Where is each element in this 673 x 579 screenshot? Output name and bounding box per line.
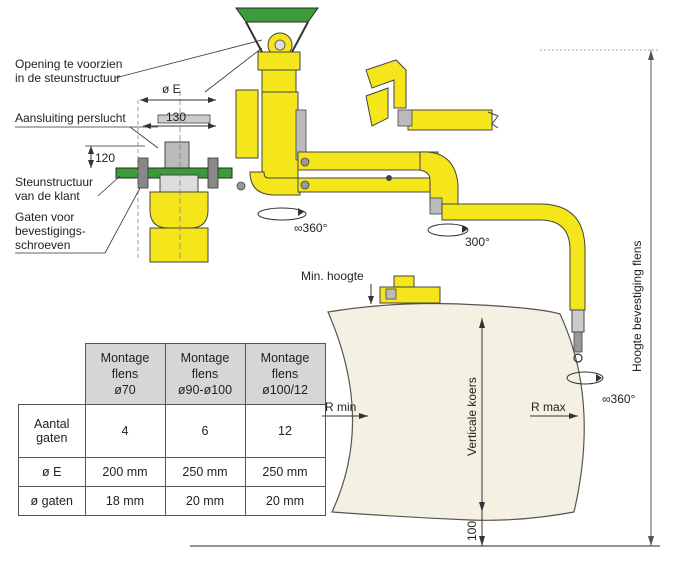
tool-head xyxy=(571,309,585,333)
r-max-label: R max xyxy=(531,400,566,414)
arm-detail xyxy=(365,59,407,109)
table-row: ø gaten 18 mm 20 mm 20 mm xyxy=(18,486,326,516)
forearm xyxy=(441,203,586,311)
main-column xyxy=(261,91,299,181)
row-label: ø gaten xyxy=(18,486,86,516)
vertical-stroke-label: Verticale koers xyxy=(465,377,479,456)
upper-arm xyxy=(297,151,439,171)
air-cylinder xyxy=(235,89,259,159)
green-top-plate xyxy=(235,7,319,23)
holes-label-2: bevestigings- xyxy=(15,224,86,238)
dim-120-label: 120 xyxy=(95,151,115,165)
table-cell: 200 mm xyxy=(84,457,166,487)
table-cell: 4 xyxy=(84,404,166,458)
mount-flange xyxy=(159,174,199,194)
table-header: Montage flens ø70 xyxy=(84,343,166,405)
table-corner xyxy=(18,343,86,405)
min-height-label: Min. hoogte xyxy=(301,269,364,283)
table-cell: 20 mm xyxy=(164,486,246,516)
rotation-360-2: ∞360° xyxy=(602,392,636,406)
table-cell: 250 mm xyxy=(244,457,326,487)
d100-label: 100 xyxy=(465,521,479,541)
rotation-300: 300° xyxy=(465,235,490,249)
table-cell: 6 xyxy=(164,404,246,458)
holes-label-1: Gaten voor xyxy=(15,210,74,224)
flange-height-label: Hoogte bevestiging flens xyxy=(630,241,644,372)
table-header: Montage flens ø100/12 xyxy=(244,343,326,405)
table-cell: 250 mm xyxy=(164,457,246,487)
table-cell: 12 xyxy=(244,404,326,458)
flange-spec-table: Montage flens ø70 Montage flens ø90-ø100… xyxy=(18,343,326,516)
table-cell: 20 mm xyxy=(244,486,326,516)
support-label-1: Steunstructuur xyxy=(15,175,93,189)
opening-label-2: in de steunstructuur xyxy=(15,71,120,85)
dim-130-label: 130 xyxy=(166,110,186,124)
dim-e-label: ø E xyxy=(162,82,181,96)
support-label-2: van de klant xyxy=(15,189,80,203)
row-label: ø E xyxy=(18,457,86,487)
opening-label-1: Opening te voorzien xyxy=(15,57,122,71)
holes-label-3: schroeven xyxy=(15,238,70,252)
table-cell: 18 mm xyxy=(84,486,166,516)
table-header: Montage flens ø90-ø100 xyxy=(164,343,246,405)
table-row: ø E 200 mm 250 mm 250 mm xyxy=(18,457,326,487)
r-min-label: R min xyxy=(325,400,356,414)
rotation-360-1: ∞360° xyxy=(294,221,328,235)
air-label: Aansluiting perslucht xyxy=(15,111,126,125)
workpiece xyxy=(327,302,585,521)
lower-arm xyxy=(297,177,439,193)
